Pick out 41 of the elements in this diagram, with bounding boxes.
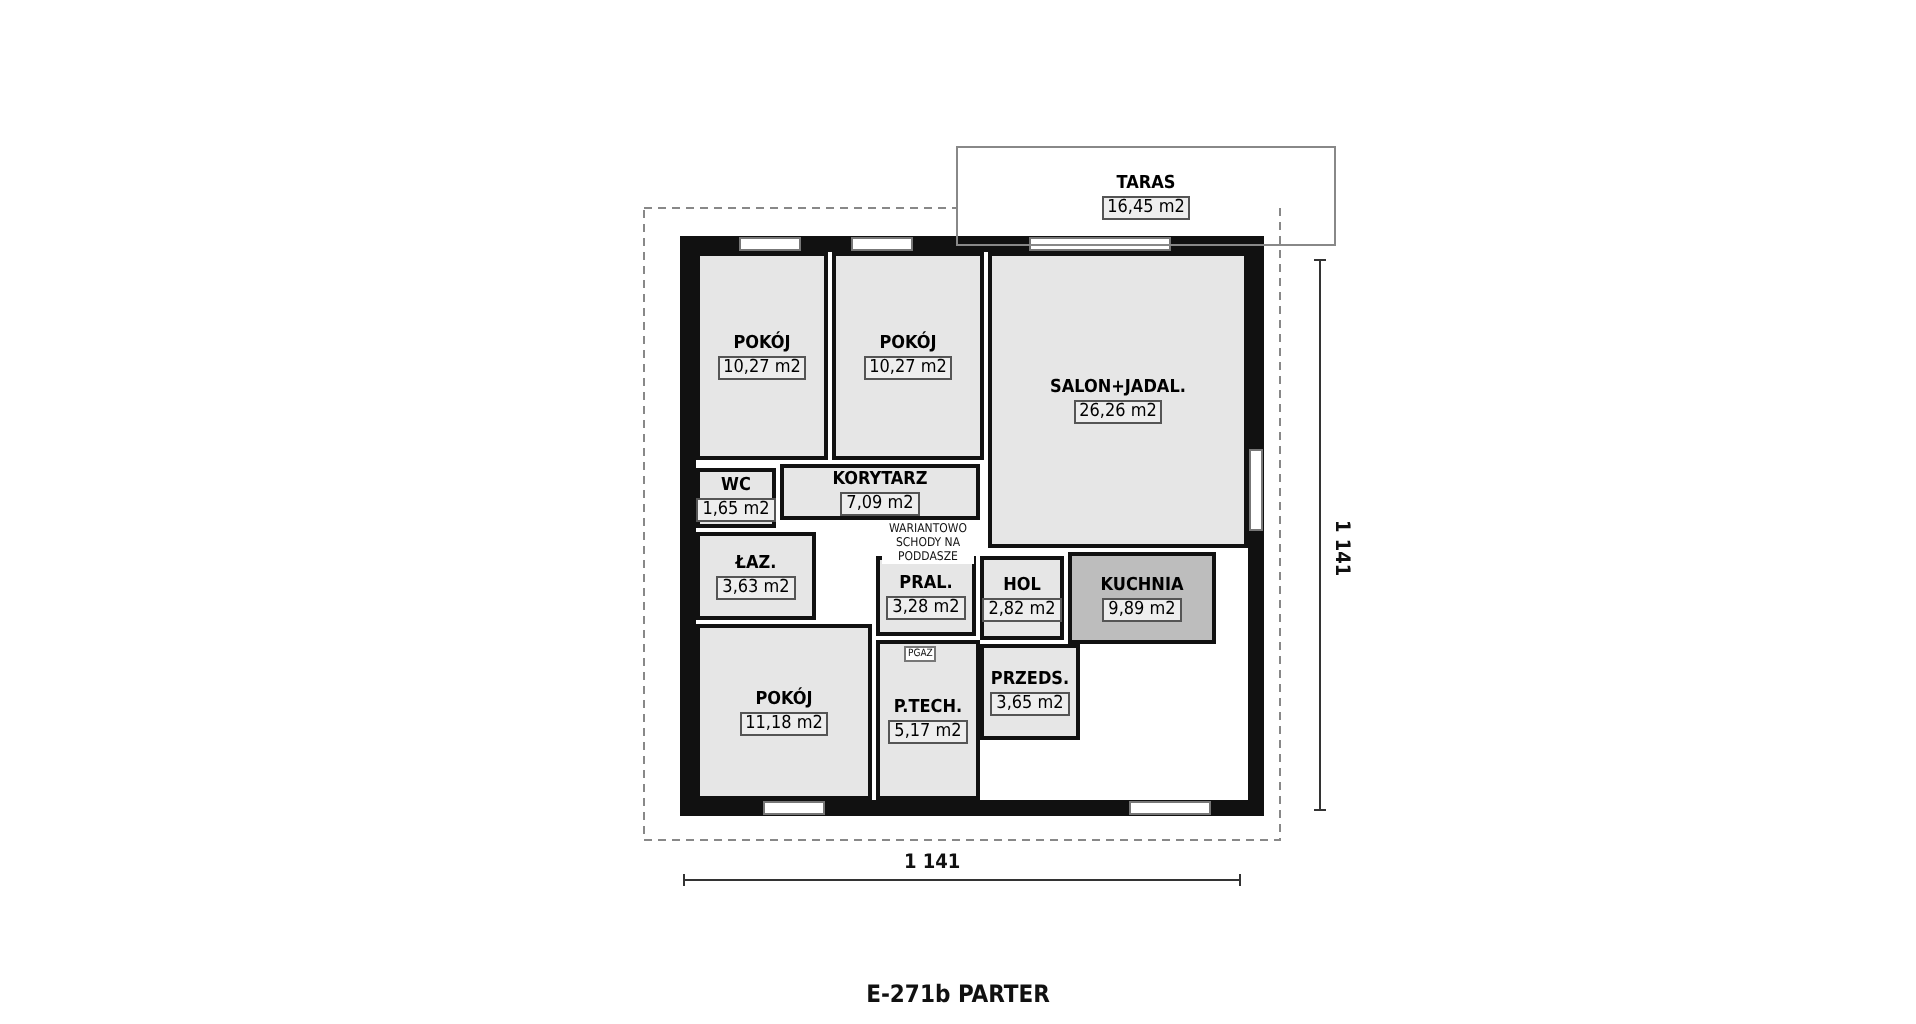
room-floor (696, 624, 872, 800)
room-area: 10,27 m2 (717, 355, 807, 379)
room-floor (780, 464, 980, 520)
room-area: 3,63 m2 (716, 575, 796, 599)
plan-caption: E-271b PARTER (864, 980, 1052, 1008)
room-area: 26,26 m2 (1073, 399, 1163, 423)
room-name: ŁAZ. (735, 553, 777, 573)
room-name: KUCHNIA (1100, 575, 1184, 595)
room-floor (696, 252, 828, 460)
room-floor (876, 640, 980, 800)
room-name: POKÓJ (733, 333, 791, 353)
room-area: 10,27 m2 (863, 355, 953, 379)
room-name: SALON+JADAL. (1050, 377, 1186, 397)
room-area: 1,65 m2 (696, 497, 776, 521)
room-name: KORYTARZ (832, 469, 928, 489)
room-area: 5,17 m2 (888, 719, 968, 743)
dimension-label: 1 141 (904, 852, 961, 874)
room-floor (980, 556, 1064, 640)
room-floor (988, 252, 1248, 548)
room-area: 11,18 m2 (739, 711, 829, 735)
room-area: 2,82 m2 (982, 597, 1062, 621)
dimension-label: 1 141 (1330, 520, 1352, 577)
room-name: PRAL. (899, 573, 953, 593)
room-floor (1068, 552, 1216, 644)
room-name: TARAS (1116, 173, 1176, 193)
room-floor (832, 252, 984, 460)
room-area: 3,65 m2 (990, 691, 1070, 715)
room-area: 16,45 m2 (1101, 195, 1191, 219)
room-floor (956, 146, 1336, 246)
room-area: 3,28 m2 (886, 595, 966, 619)
room-area: 9,89 m2 (1102, 597, 1182, 621)
room-name: POKÓJ (755, 689, 813, 709)
room-name: PRZEDS. (990, 669, 1070, 689)
room-floor (696, 468, 776, 528)
room-area: 7,09 m2 (840, 491, 920, 515)
room-floor (696, 532, 816, 620)
room-name: P.TECH. (893, 697, 963, 717)
room-name: WC (721, 475, 751, 495)
room-floor (980, 644, 1080, 740)
room-name: POKÓJ (879, 333, 937, 353)
room-name: HOL (1003, 575, 1041, 595)
